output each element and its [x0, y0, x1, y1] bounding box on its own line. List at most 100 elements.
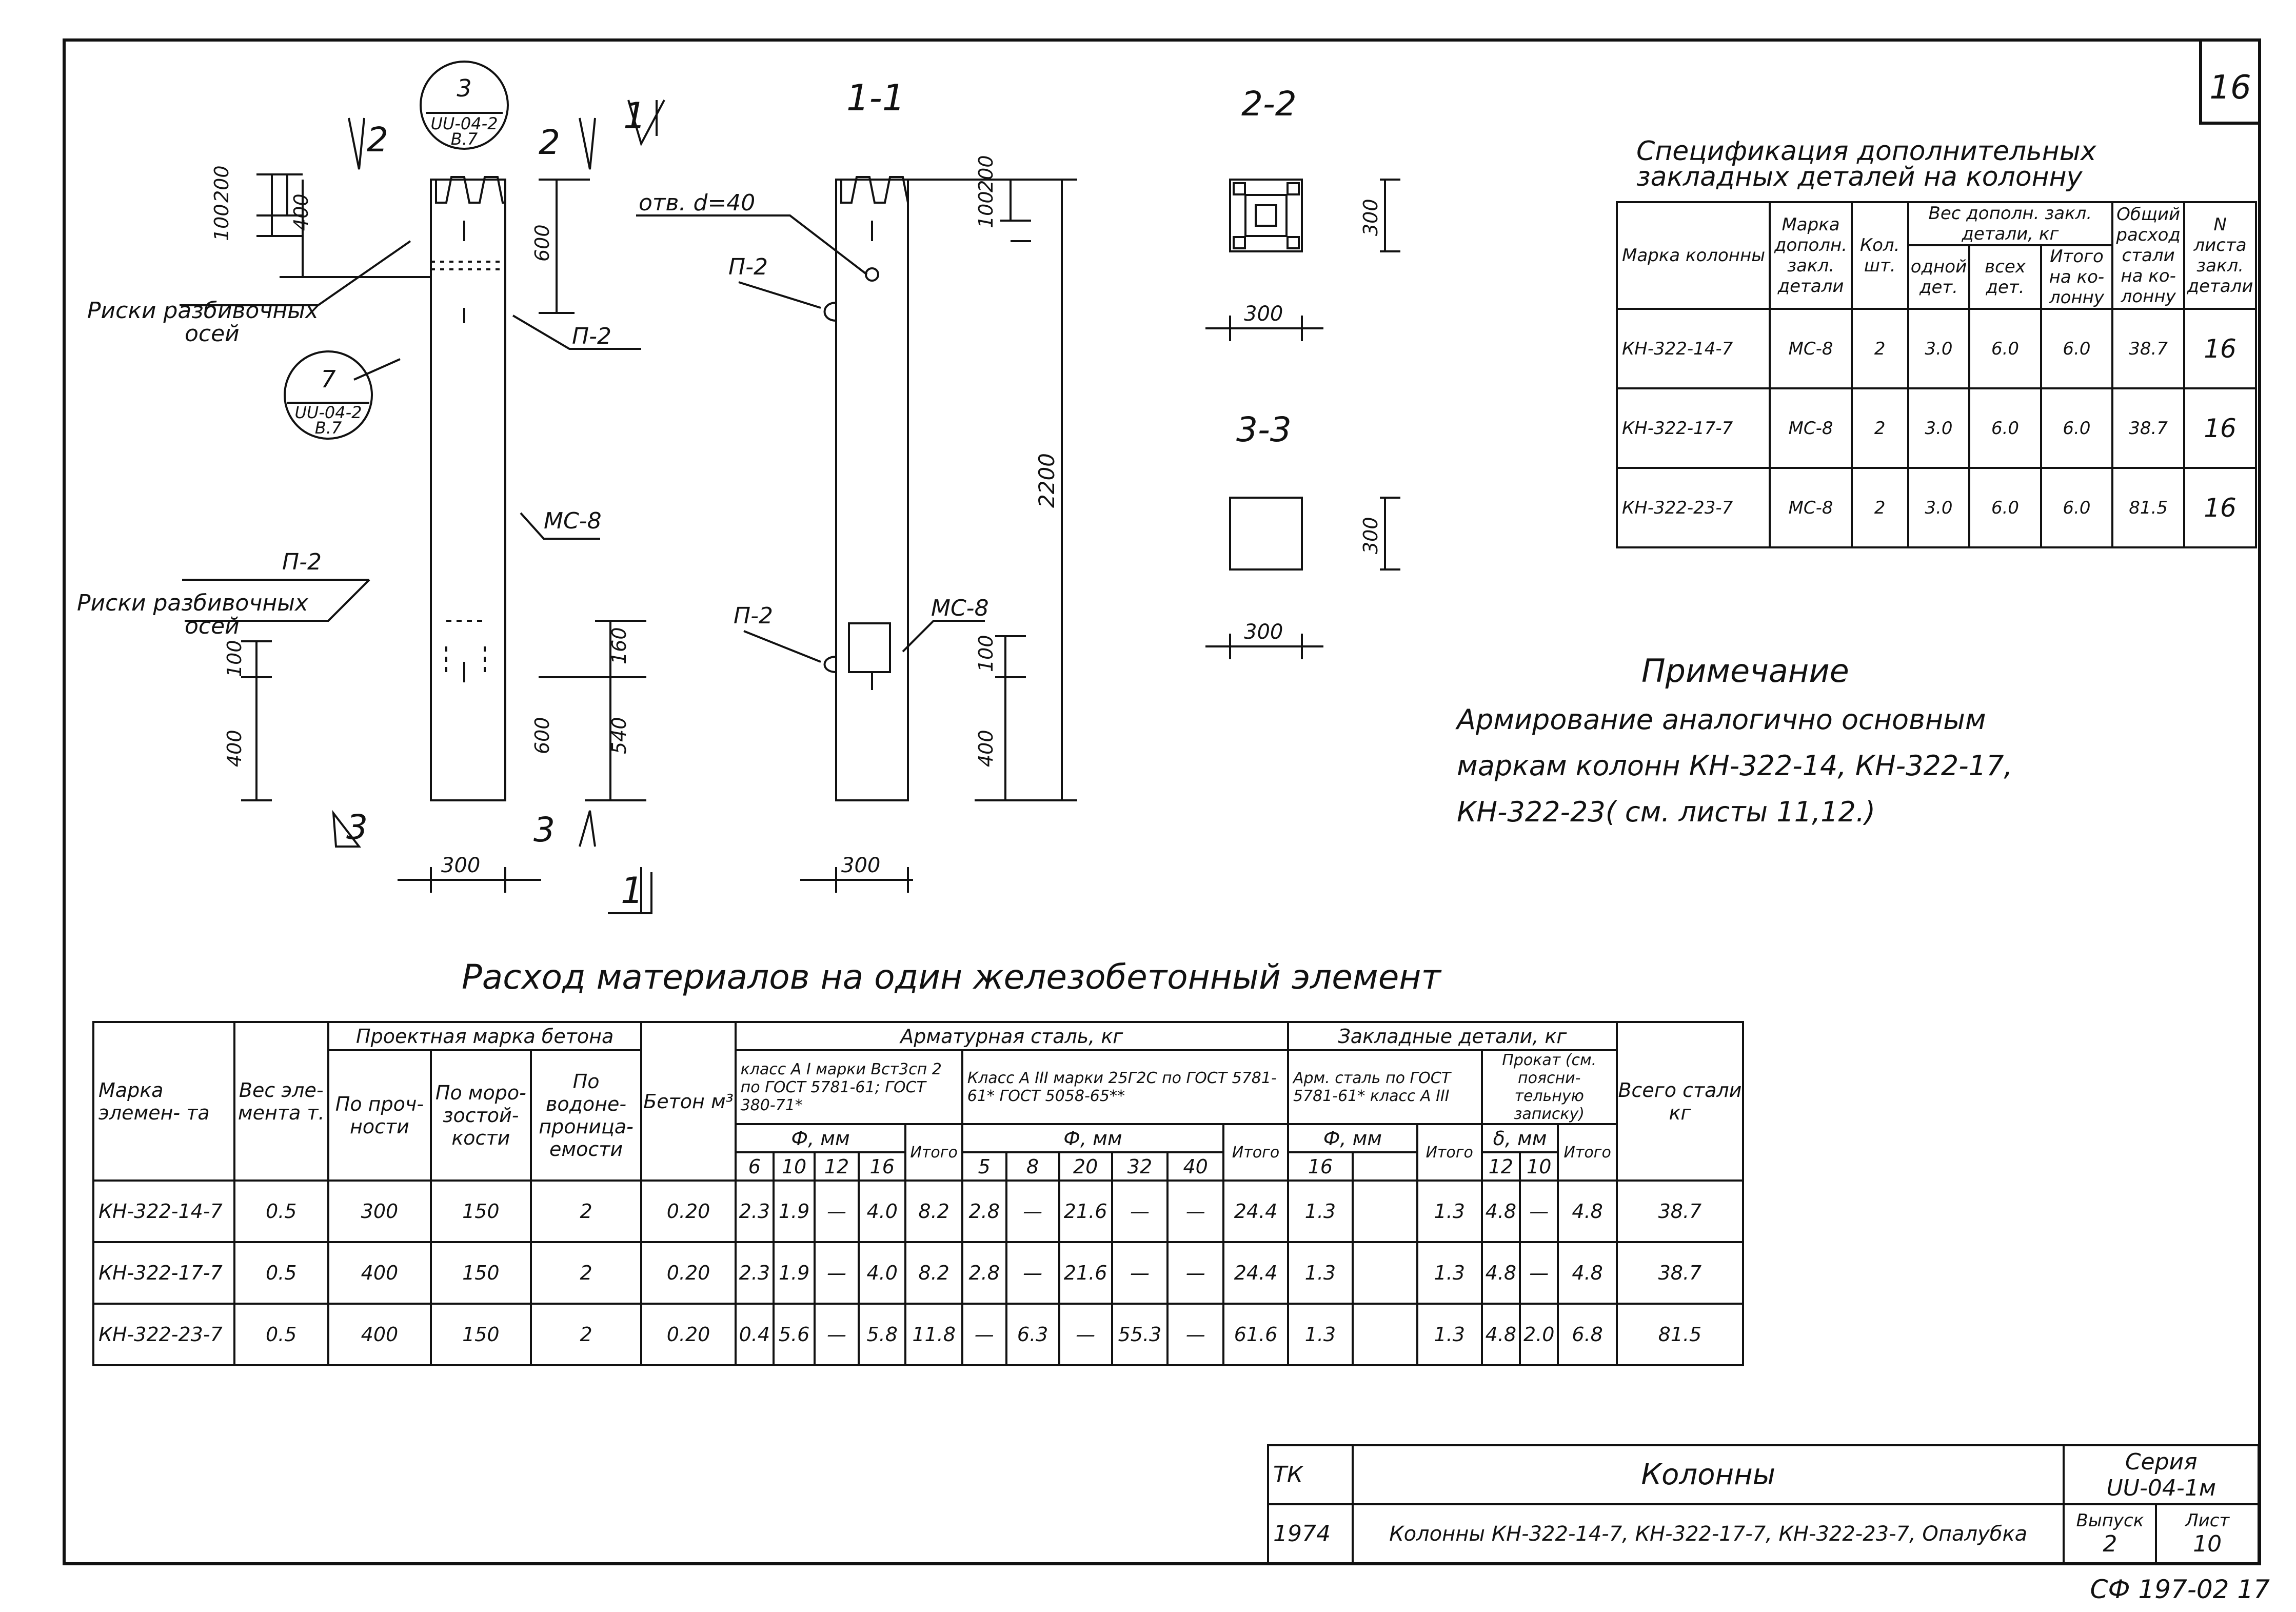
- dim-160: 160: [608, 627, 630, 664]
- callout-mid-number: 7: [321, 365, 335, 393]
- spec-h-weight: Вес дополн. закл. детали, кг: [1907, 201, 2114, 246]
- mat-h-mark: Марка элемен- та: [92, 1021, 235, 1182]
- dim-200-b: 200: [975, 155, 997, 192]
- table-cell: [1351, 1241, 1418, 1305]
- callout-top-ref: UU-04-2: [430, 114, 498, 133]
- table-cell: 1.3: [1286, 1179, 1354, 1243]
- section-mark-1-bottom: 1: [621, 870, 644, 912]
- stamp-year: 1974: [1267, 1503, 1354, 1564]
- table-cell: 150: [430, 1241, 532, 1305]
- section-title-1-1: 1-1: [846, 77, 905, 119]
- callout-mid-ref: UU-04-2: [294, 403, 362, 422]
- dim-200-a: 200: [210, 165, 233, 203]
- dim-400-a: 400: [290, 193, 312, 231]
- dim-540: 540: [608, 717, 630, 754]
- callout-top-number: 3: [457, 74, 471, 102]
- stamp-issue: 2: [2103, 1531, 2117, 1557]
- table-cell: —: [961, 1303, 1007, 1366]
- spec-title-1: Спецификация дополнительных: [1636, 136, 2096, 167]
- table-cell: 61.6: [1222, 1303, 1289, 1366]
- dim-100-c: 100: [975, 191, 997, 228]
- note-line-2: маркам колонн КН-322-14, КН-322-17,: [1457, 750, 2013, 782]
- section-mark-1-top: 1: [623, 95, 646, 137]
- table-cell: —: [1005, 1241, 1060, 1305]
- spec-h-sheet: N листа закл. детали: [2183, 201, 2257, 310]
- dim-600-b: 600: [531, 717, 553, 754]
- dim-2200: 2200: [1034, 453, 1059, 508]
- table-cell: 2.0: [1518, 1303, 1559, 1366]
- table-cell: 21.6: [1058, 1241, 1113, 1305]
- table-cell: —: [814, 1241, 860, 1305]
- section-title-3-3: 3-3: [1236, 410, 1292, 449]
- mat-h-rebar: Арматурная сталь, кг: [734, 1021, 1289, 1051]
- stamp-series-cell: Серия UU-04-1м: [2063, 1444, 2260, 1505]
- mat-h-prokat: Прокат (см. поясни- тельную записку): [1480, 1049, 1618, 1125]
- label-p2-sec-top: П-2: [728, 254, 768, 280]
- table-cell: —: [1166, 1179, 1225, 1243]
- table-cell: 11.8: [904, 1303, 963, 1366]
- sheet-number-box: [2199, 40, 2260, 125]
- stamp-sheet: 10: [2193, 1531, 2222, 1557]
- dim-300-s3-vert: 300: [1359, 517, 1382, 554]
- spec-table: Марка колонны Марка дополн. закл. детали…: [1615, 201, 2257, 548]
- table-row: КН-322-14-7 МС-8 2 3.0 6.0 6.0 38.7 16: [1615, 308, 2257, 389]
- table-cell: [1351, 1179, 1418, 1243]
- note-line-3: КН-322-23( см. листы 11,12.): [1457, 796, 1876, 828]
- table-cell: 1.3: [1286, 1241, 1354, 1305]
- stamp-issue-cell: Выпуск 2: [2063, 1503, 2158, 1564]
- table-cell: —: [1518, 1241, 1559, 1305]
- stamp-tk: ТК: [1267, 1444, 1354, 1505]
- dim-300-sec: 300: [841, 854, 880, 877]
- mat-h-water: По водоне- проница- емости: [529, 1049, 643, 1182]
- table-cell: 81.5: [1615, 1303, 1745, 1366]
- table-cell: КН-322-17-7: [92, 1241, 235, 1305]
- stamp-title: Колонны: [1351, 1444, 2065, 1505]
- table-cell: 5.8: [857, 1303, 907, 1366]
- table-cell: 2.3: [734, 1241, 775, 1305]
- mat-h-design: Проектная марка бетона: [327, 1021, 643, 1051]
- dim-100-b: 100: [223, 640, 246, 677]
- mat-h-frost: По моро- зостой- кости: [430, 1049, 532, 1182]
- table-cell: 4.0: [857, 1179, 907, 1243]
- table-cell: 4.8: [1480, 1241, 1521, 1305]
- mat-h-phi-aiii: Ф, мм: [961, 1123, 1225, 1153]
- axes-label-2: осей: [185, 613, 240, 639]
- table-cell: 2.8: [961, 1179, 1007, 1243]
- table-cell: 1.9: [772, 1241, 816, 1305]
- callout-top-sheet: B.7: [451, 129, 478, 149]
- table-cell: 6.3: [1005, 1303, 1060, 1366]
- table-cell: 0.20: [640, 1179, 737, 1243]
- dim-300-s2-horiz: 300: [1244, 302, 1283, 326]
- label-mc8-front: МС-8: [544, 508, 602, 534]
- dim-100-d: 100: [975, 635, 997, 672]
- spec-h-dmark: Марка дополн. закл. детали: [1769, 201, 1853, 310]
- risks-label-1: Риски разбивочных: [87, 298, 319, 324]
- section-1-1: [636, 176, 1077, 893]
- table-cell: —: [1518, 1179, 1559, 1243]
- table-cell: —: [1166, 1241, 1225, 1305]
- table-cell: 1.3: [1416, 1179, 1483, 1243]
- table-cell: 4.8: [1557, 1241, 1618, 1305]
- section-mark-2-left: 2: [367, 120, 388, 160]
- table-cell: 2.8: [961, 1241, 1007, 1305]
- note-line-1: Армирование аналогично основным: [1457, 703, 1986, 736]
- note-title: Примечание: [1641, 652, 1849, 690]
- table-cell: 2: [529, 1179, 643, 1243]
- section-mark-3-left: 3: [346, 808, 368, 847]
- dim-600-a: 600: [531, 224, 553, 262]
- stamp-series-label: Серия: [2125, 1448, 2198, 1475]
- table-cell: 8.2: [904, 1179, 963, 1243]
- spec-h-total: Итого на ко- лонну: [2040, 244, 2114, 310]
- axes-label-1: осей: [185, 321, 240, 347]
- dim-100-a: 100: [210, 204, 233, 241]
- label-mc8-sec: МС-8: [931, 595, 989, 621]
- stamp-issue-label: Выпуск: [2076, 1510, 2144, 1531]
- spec-title-2: закладных деталей на колонну: [1636, 162, 2083, 192]
- mat-h-embed: Закладные детали, кг: [1286, 1021, 1618, 1051]
- table-cell: 24.4: [1222, 1179, 1289, 1243]
- spec-h-steel: Общий расход стали на ко- лонну: [2111, 201, 2186, 310]
- section-mark-2-right: 2: [539, 123, 560, 162]
- mat-h-phi-ai: Ф, мм: [734, 1123, 907, 1153]
- table-cell: 0.20: [640, 1241, 737, 1305]
- table-cell: 300: [327, 1179, 432, 1243]
